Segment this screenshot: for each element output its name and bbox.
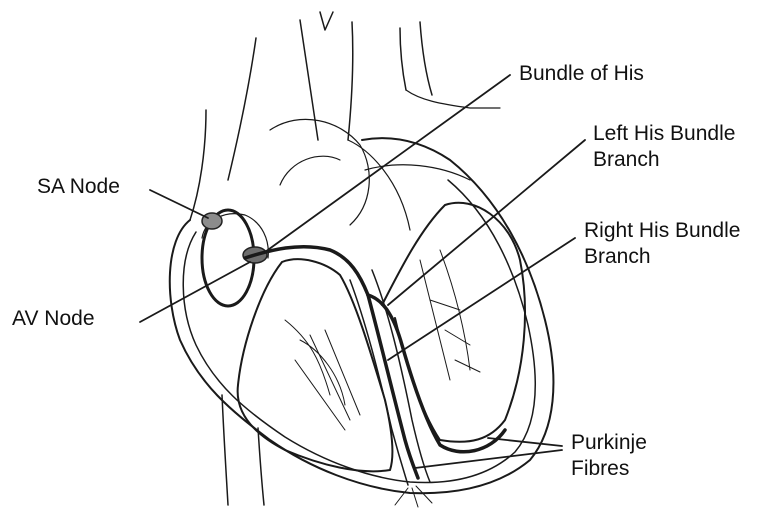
label-left-his-line-2: Branch [593,147,735,173]
label-purkinje-fibres: Purkinje Fibres [571,430,647,482]
sa-node [202,213,222,229]
leader-lines [140,75,585,468]
bundle-of-his-path [245,247,368,295]
leader-av-node [140,262,250,322]
label-sa-node: SA Node [37,174,120,200]
label-right-his-line-1: Right His Bundle [584,218,740,244]
label-right-his-bundle-branch: Right His Bundle Branch [584,218,740,270]
label-purkinje-line-2: Fibres [571,456,647,482]
conduction-system [202,210,505,478]
leader-purkinje-upper [488,438,562,446]
label-av-node: AV Node [12,306,95,332]
leader-left-his-branch [388,140,585,305]
label-bundle-of-his: Bundle of His [519,61,644,87]
leader-right-his-branch [388,238,575,360]
label-right-his-line-2: Branch [584,244,740,270]
leader-bundle-of-his [265,75,510,252]
leader-purkinje-lower [415,450,562,468]
label-left-his-bundle-branch: Left His Bundle Branch [593,121,735,173]
label-left-his-line-1: Left His Bundle [593,121,735,147]
leader-sa-node [150,190,208,218]
label-purkinje-line-1: Purkinje [571,430,647,456]
